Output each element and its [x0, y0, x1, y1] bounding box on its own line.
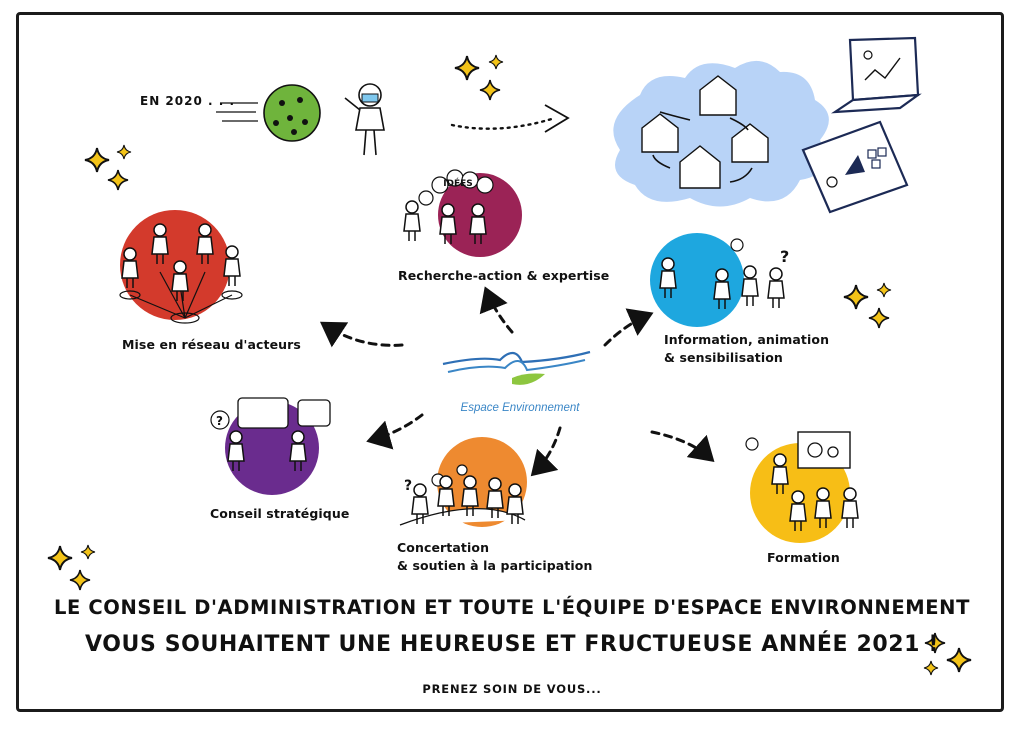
label-consultation-line2: & soutien à la participation — [397, 558, 593, 573]
arrow-to-network — [319, 321, 404, 348]
information-illustration: ? — [650, 233, 789, 327]
arrow-to-advice — [366, 413, 424, 450]
svg-text:?: ? — [216, 414, 223, 428]
sparkle-icon — [84, 144, 132, 191]
advice-illustration: ? — [210, 397, 331, 495]
svg-text:?: ? — [780, 247, 789, 266]
transition-arrow — [450, 116, 557, 130]
logo-text: Espace Environnement — [460, 402, 580, 414]
label-training: Formation — [767, 550, 840, 565]
label-information-line1: Information, animation — [664, 332, 830, 347]
training-illustration — [745, 431, 859, 543]
masked-person-icon — [344, 83, 385, 156]
closing-text: PRENEZ SOIN DE VOUS... — [422, 682, 602, 696]
arrowhead-icon — [544, 104, 570, 133]
intro-year-label: EN 2020 . . . — [140, 94, 236, 108]
espace-environnement-logo-icon — [442, 350, 591, 385]
label-information-line2: & sensibilisation — [664, 350, 783, 365]
label-consultation-line1: Concertation — [397, 540, 490, 555]
label-advice: Conseil stratégique — [210, 506, 350, 521]
sparkle-icon — [843, 282, 892, 329]
arrow-to-information — [603, 308, 654, 347]
network-illustration — [119, 210, 243, 324]
svg-text:?: ? — [404, 478, 412, 494]
balloon-text: IDÉES — [443, 177, 473, 189]
arrow-to-training — [650, 430, 715, 463]
card-frame — [16, 12, 1004, 712]
sparkle-icon — [454, 54, 504, 101]
research-illustration — [403, 169, 522, 257]
arrow-to-consultation — [530, 426, 562, 477]
remote-work-cloud — [613, 60, 829, 207]
label-network: Mise en réseau d'acteurs — [122, 337, 301, 352]
virus-icon — [216, 84, 321, 142]
greeting-line1: LE CONSEIL D'ADMINISTRATION ET TOUTE L'É… — [54, 596, 970, 619]
label-research: Recherche-action & expertise — [398, 268, 610, 283]
consultation-illustration: ? — [399, 437, 527, 527]
greeting-line2: VOUS SOUHAITENT UNE HEUREUSE ET FRUCTUEU… — [85, 632, 939, 657]
arrow-to-research — [479, 286, 514, 334]
sparkle-icon — [47, 544, 96, 591]
presentation-board-icon — [801, 120, 909, 214]
laptop-icon — [830, 36, 922, 114]
